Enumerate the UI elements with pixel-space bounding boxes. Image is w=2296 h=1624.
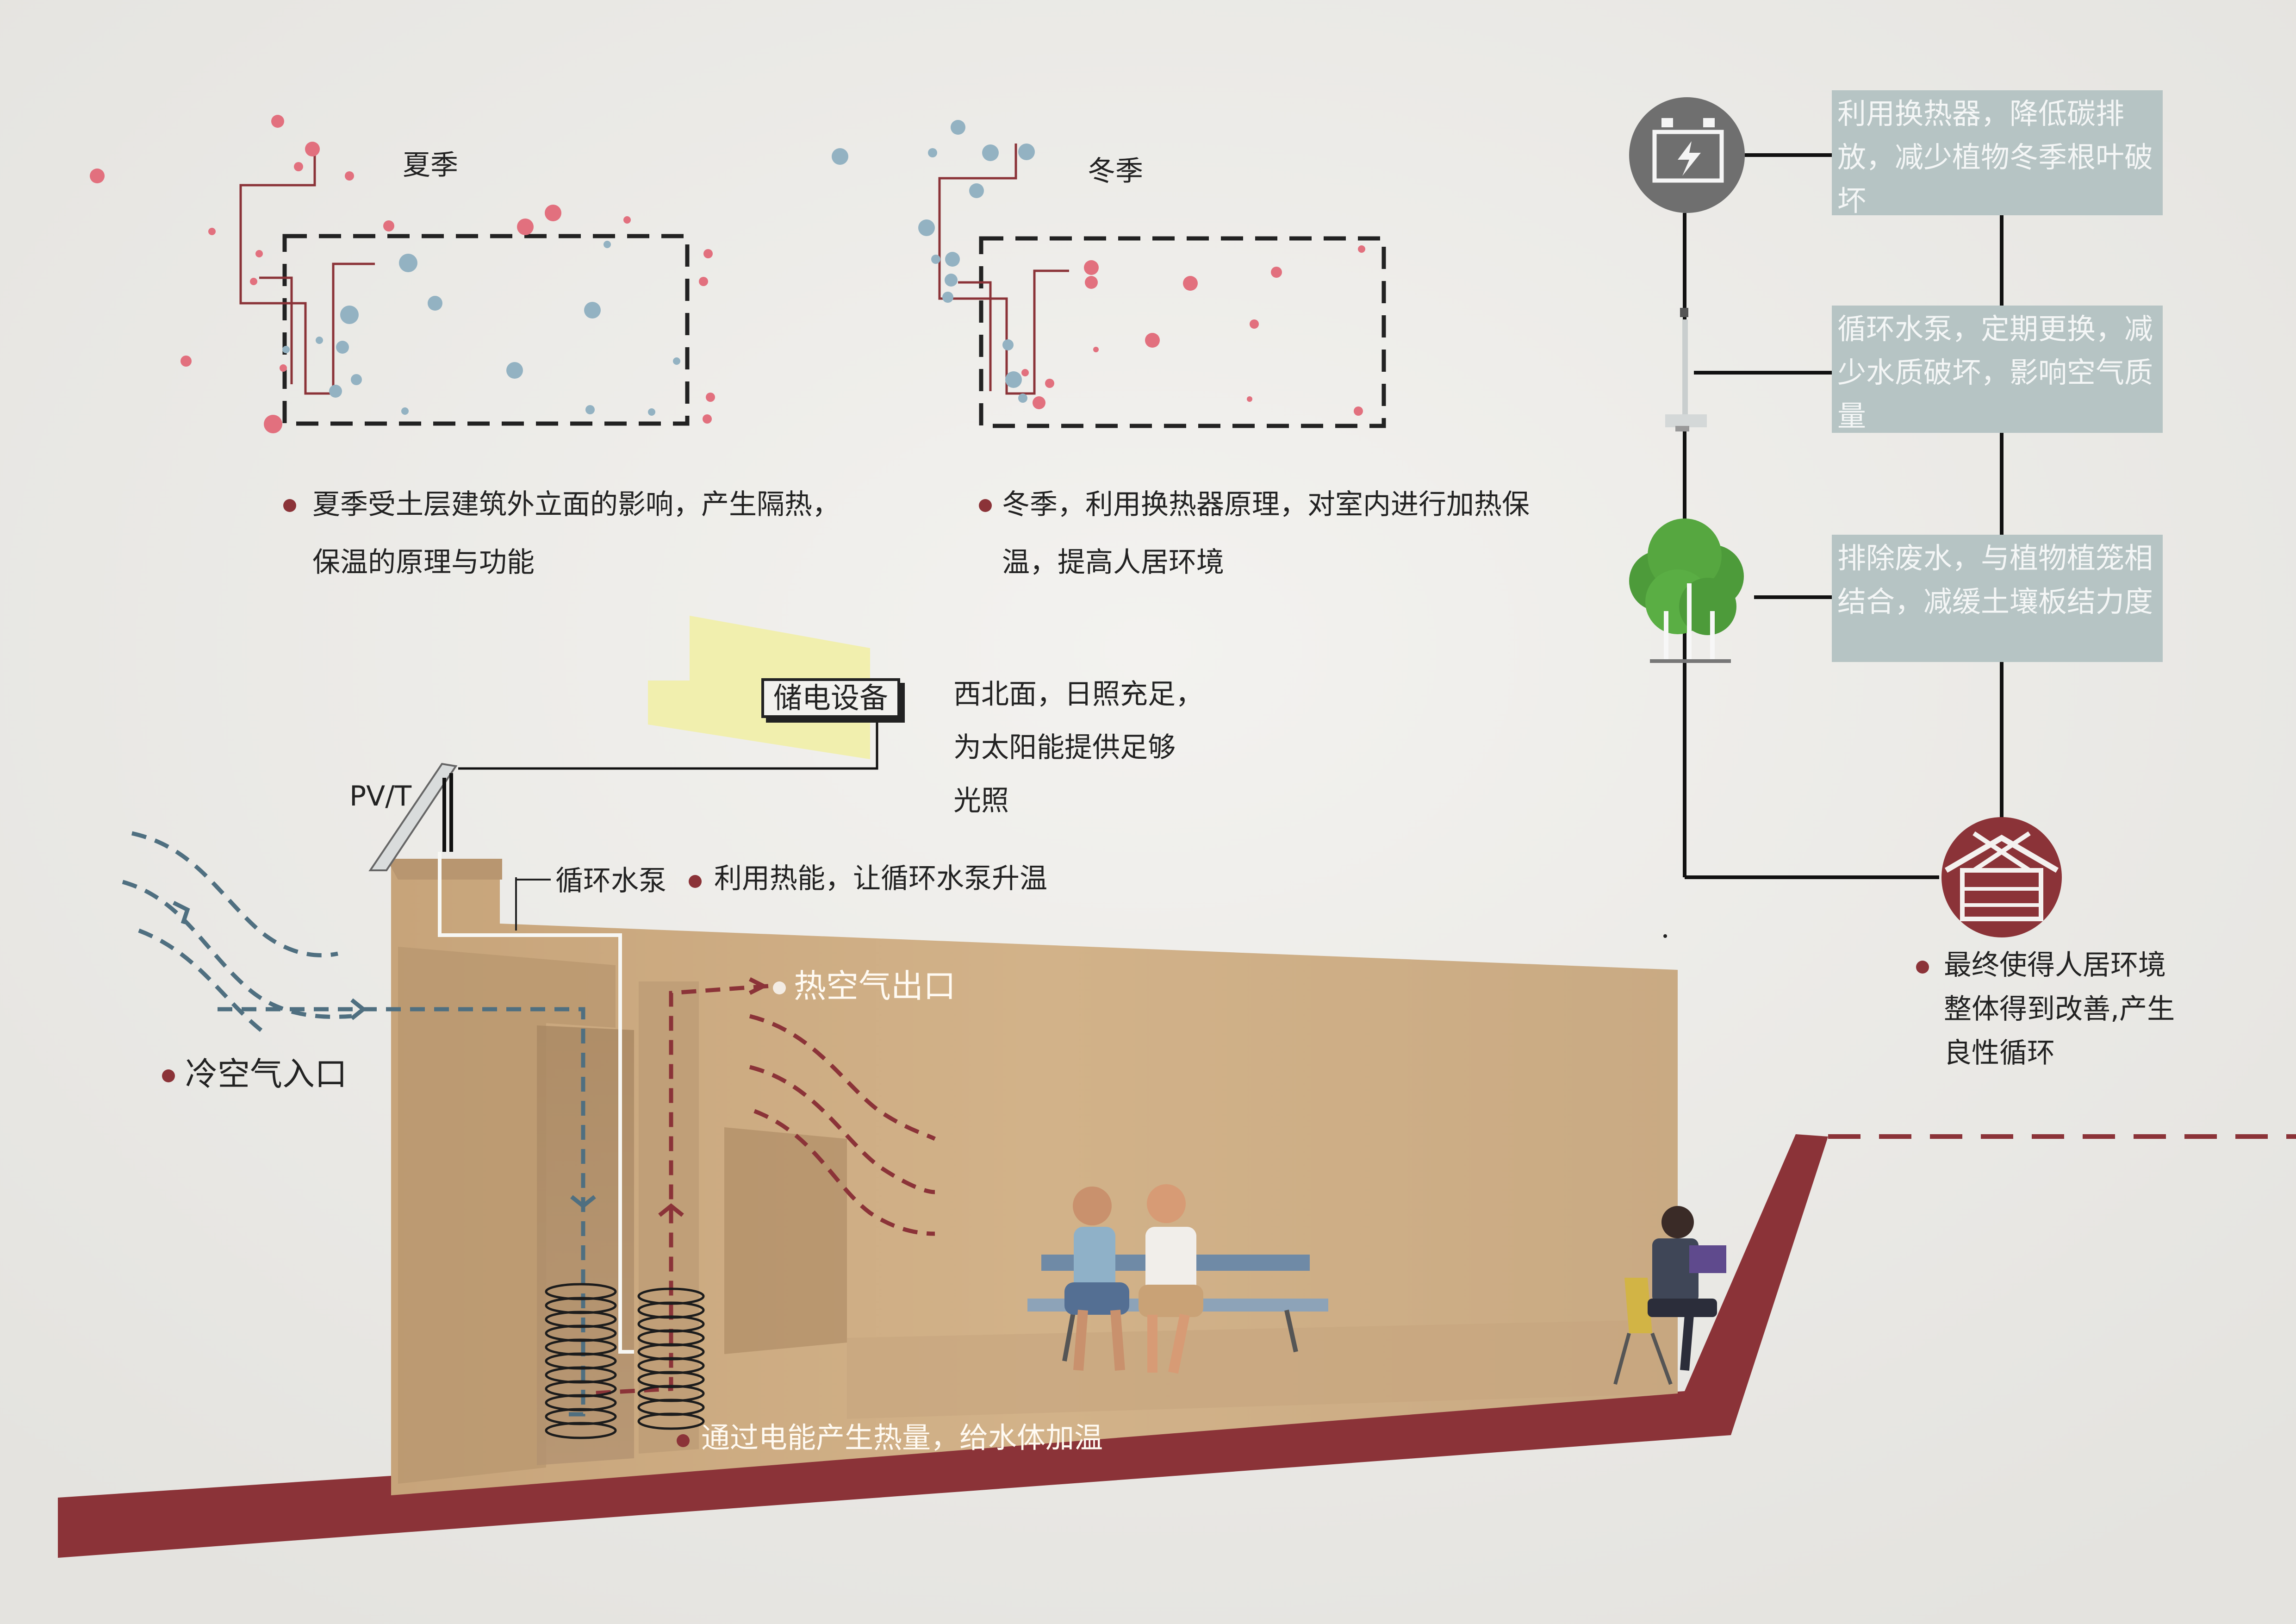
final-line3: 良性循环	[1944, 1037, 2055, 1069]
pump-label: 循环水泵	[555, 865, 666, 897]
pvt-panel	[368, 711, 878, 871]
pump-bullet	[689, 875, 702, 888]
storage-device-label: 储电设备	[761, 678, 901, 718]
hot-air-flow	[587, 984, 936, 1396]
summer-caption-line1: 夏季受土层建筑外立面的影响，产生隔热，	[312, 488, 840, 521]
heating-coils	[545, 1283, 705, 1439]
cold-air-bullet	[162, 1069, 175, 1082]
bench-people	[1027, 1184, 1328, 1374]
tree-icon	[1629, 518, 1744, 663]
hot-air-label: 热空气出口	[794, 967, 956, 1005]
battery-icon	[1629, 97, 1745, 213]
flow-box-water-pump: 循环水泵，定期更换，减少水质破坏，影响空气质量	[1832, 306, 2163, 433]
summer-bullet	[283, 499, 296, 512]
winter-title: 冬季	[1088, 155, 1143, 187]
winter-caption-line2: 温，提高人居环境	[1002, 546, 1224, 579]
pump-note: 利用热能，让循环水泵升温	[714, 862, 1047, 895]
flow-box-heat-exchanger: 利用换热器，降低碳排放，减少植物冬季根叶破坏	[1832, 90, 2163, 215]
heating-note: 通过电能产生热量，给水体加温	[701, 1421, 1103, 1455]
final-line1: 最终使得人居环境	[1944, 949, 2166, 981]
winter-diagram	[832, 120, 1386, 428]
ground-strip	[58, 1134, 1828, 1558]
person-at-desk	[1613, 1206, 1726, 1385]
cold-air-label: 冷空气入口	[185, 1055, 347, 1093]
summer-title: 夏季	[403, 149, 458, 181]
final-bullet	[1916, 961, 1929, 974]
winter-bullet	[979, 499, 992, 512]
sun-note-line1: 西北面，日照充足，	[953, 678, 1203, 711]
winter-caption-line1: 冬季，利用换热器原理，对室内进行加热保	[1002, 488, 1530, 521]
sunlight-patch	[648, 616, 870, 759]
house-icon	[1941, 817, 2062, 937]
hot-air-bullet	[773, 981, 786, 994]
summer-diagram	[90, 115, 715, 433]
flow-box-wastewater: 排除废水，与植物植笼相结合，减缓土壤板结力度	[1832, 535, 2163, 662]
pump-icon	[1665, 308, 1707, 431]
sun-note-line2: 为太阳能提供足够	[953, 731, 1176, 764]
sun-note-line3: 光照	[953, 785, 1009, 817]
heating-bullet	[677, 1434, 690, 1447]
summer-caption-line2: 保温的原理与功能	[312, 546, 535, 579]
final-line2: 整体得到改善,产生	[1944, 993, 2175, 1025]
pvt-label: PV/T	[349, 780, 412, 812]
